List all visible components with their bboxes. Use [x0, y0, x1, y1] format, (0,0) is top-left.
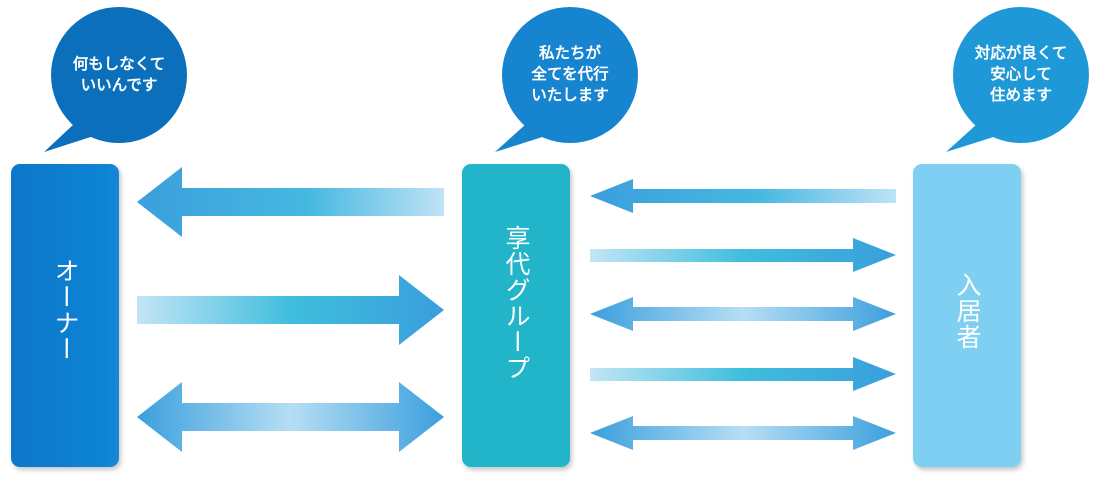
owner-box — [11, 164, 119, 467]
bubble-owner-line-1: 何もしなくて — [72, 55, 166, 73]
arrow-group-resident-both-1 — [590, 297, 896, 331]
group-label: 享代グループ — [502, 225, 531, 381]
bubble-resident-line-2: 安心して — [990, 65, 1052, 83]
bubble-owner-text: 何もしなくて いいんです — [59, 54, 179, 96]
bubble-resident — [946, 7, 1089, 152]
arrow-group-to-resident-2 — [590, 357, 896, 391]
bubble-owner-line-2: いいんです — [80, 76, 158, 94]
bubble-resident-text: 対応が良くて 安心して 住めます — [961, 43, 1081, 106]
bubble-group-line-2: 全てを代行 — [531, 65, 609, 83]
arrow-group-to-resident-1 — [590, 238, 896, 272]
bubble-resident-line-1: 対応が良くて — [974, 44, 1068, 62]
owner-label: オーナー — [51, 258, 80, 362]
bubble-group — [495, 7, 638, 152]
arrow-owner-group-both — [137, 382, 444, 452]
group-box — [462, 164, 570, 467]
bubble-owner — [44, 7, 187, 152]
resident-box — [913, 164, 1021, 467]
arrow-group-to-owner — [137, 167, 444, 237]
bubble-group-text: 私たちが 全てを代行 いたします — [510, 43, 630, 106]
bubble-group-line-3: いたします — [531, 86, 609, 104]
arrow-owner-to-group — [137, 275, 444, 345]
bubble-resident-line-3: 住めます — [989, 86, 1052, 104]
resident-label: 入居者 — [953, 272, 982, 350]
arrow-resident-to-group — [590, 179, 896, 213]
bubble-group-line-1: 私たちが — [538, 44, 601, 62]
arrow-group-resident-both-2 — [590, 416, 896, 450]
